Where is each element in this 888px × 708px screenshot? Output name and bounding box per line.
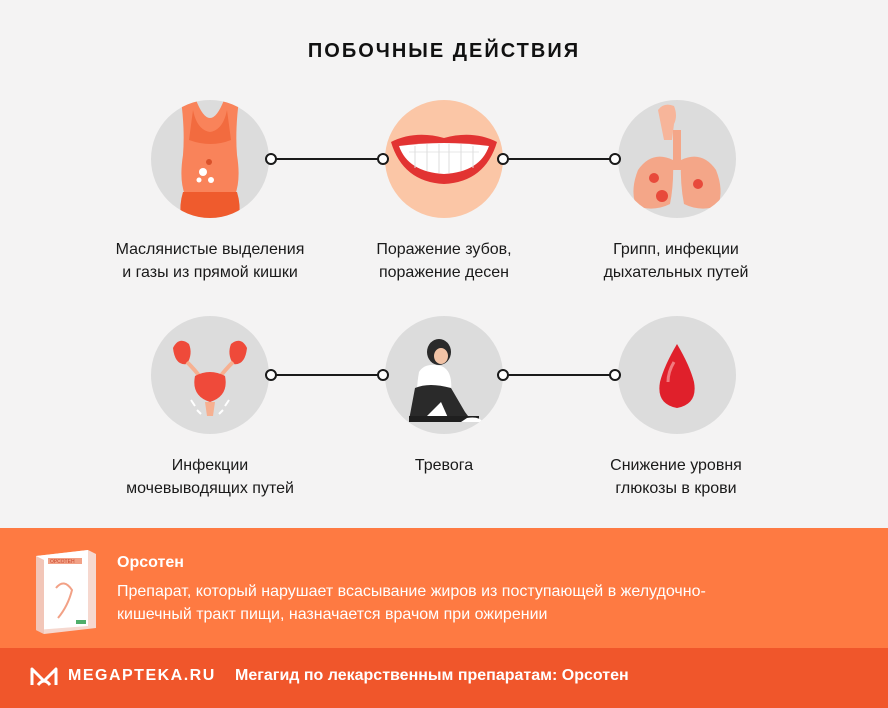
drug-name: Орсотен xyxy=(117,554,184,571)
connector-dot xyxy=(265,153,277,165)
footer-link[interactable]: Мегагид по лекарственным препаратам: Орс… xyxy=(235,667,629,684)
effect-label: Тревога xyxy=(414,457,474,474)
lungs-icon xyxy=(618,100,736,218)
connector-line xyxy=(272,158,384,160)
connector-dot xyxy=(377,153,389,165)
svg-text:ОРСОТЕН: ОРСОТЕН xyxy=(50,559,75,565)
connector-dot xyxy=(497,369,509,381)
teeth-icon xyxy=(385,100,503,218)
footer: MEGAPTEKA.RU Мегагид по лекарственным пр… xyxy=(0,648,888,708)
torso-icon xyxy=(151,100,269,218)
drug-package-image: ОРСОТЕН xyxy=(36,550,96,634)
connector-dot xyxy=(265,369,277,381)
drug-banner: ОРСОТЕН Орсотен Препарат, который наруша… xyxy=(0,528,888,648)
connector-dot xyxy=(609,369,621,381)
blood-drop-icon xyxy=(618,316,736,434)
effect-label: Поражение зубов,поражение десен xyxy=(376,241,512,281)
connector-line xyxy=(505,158,617,160)
connector-dot xyxy=(377,369,389,381)
megapteka-logo-icon xyxy=(30,667,58,686)
page-title: ПОБОЧНЫЕ ДЕЙСТВИЯ xyxy=(307,40,581,62)
connector-line xyxy=(272,374,384,376)
anxious-person-icon xyxy=(385,316,503,434)
connector-line xyxy=(505,374,617,376)
connector-dot xyxy=(497,153,509,165)
logo-text[interactable]: MEGAPTEKA.RU xyxy=(68,667,216,684)
connector-dot xyxy=(609,153,621,165)
urinary-system-icon xyxy=(151,316,269,434)
drug-description: Препарат, который нарушает всасывание жи… xyxy=(117,583,706,623)
